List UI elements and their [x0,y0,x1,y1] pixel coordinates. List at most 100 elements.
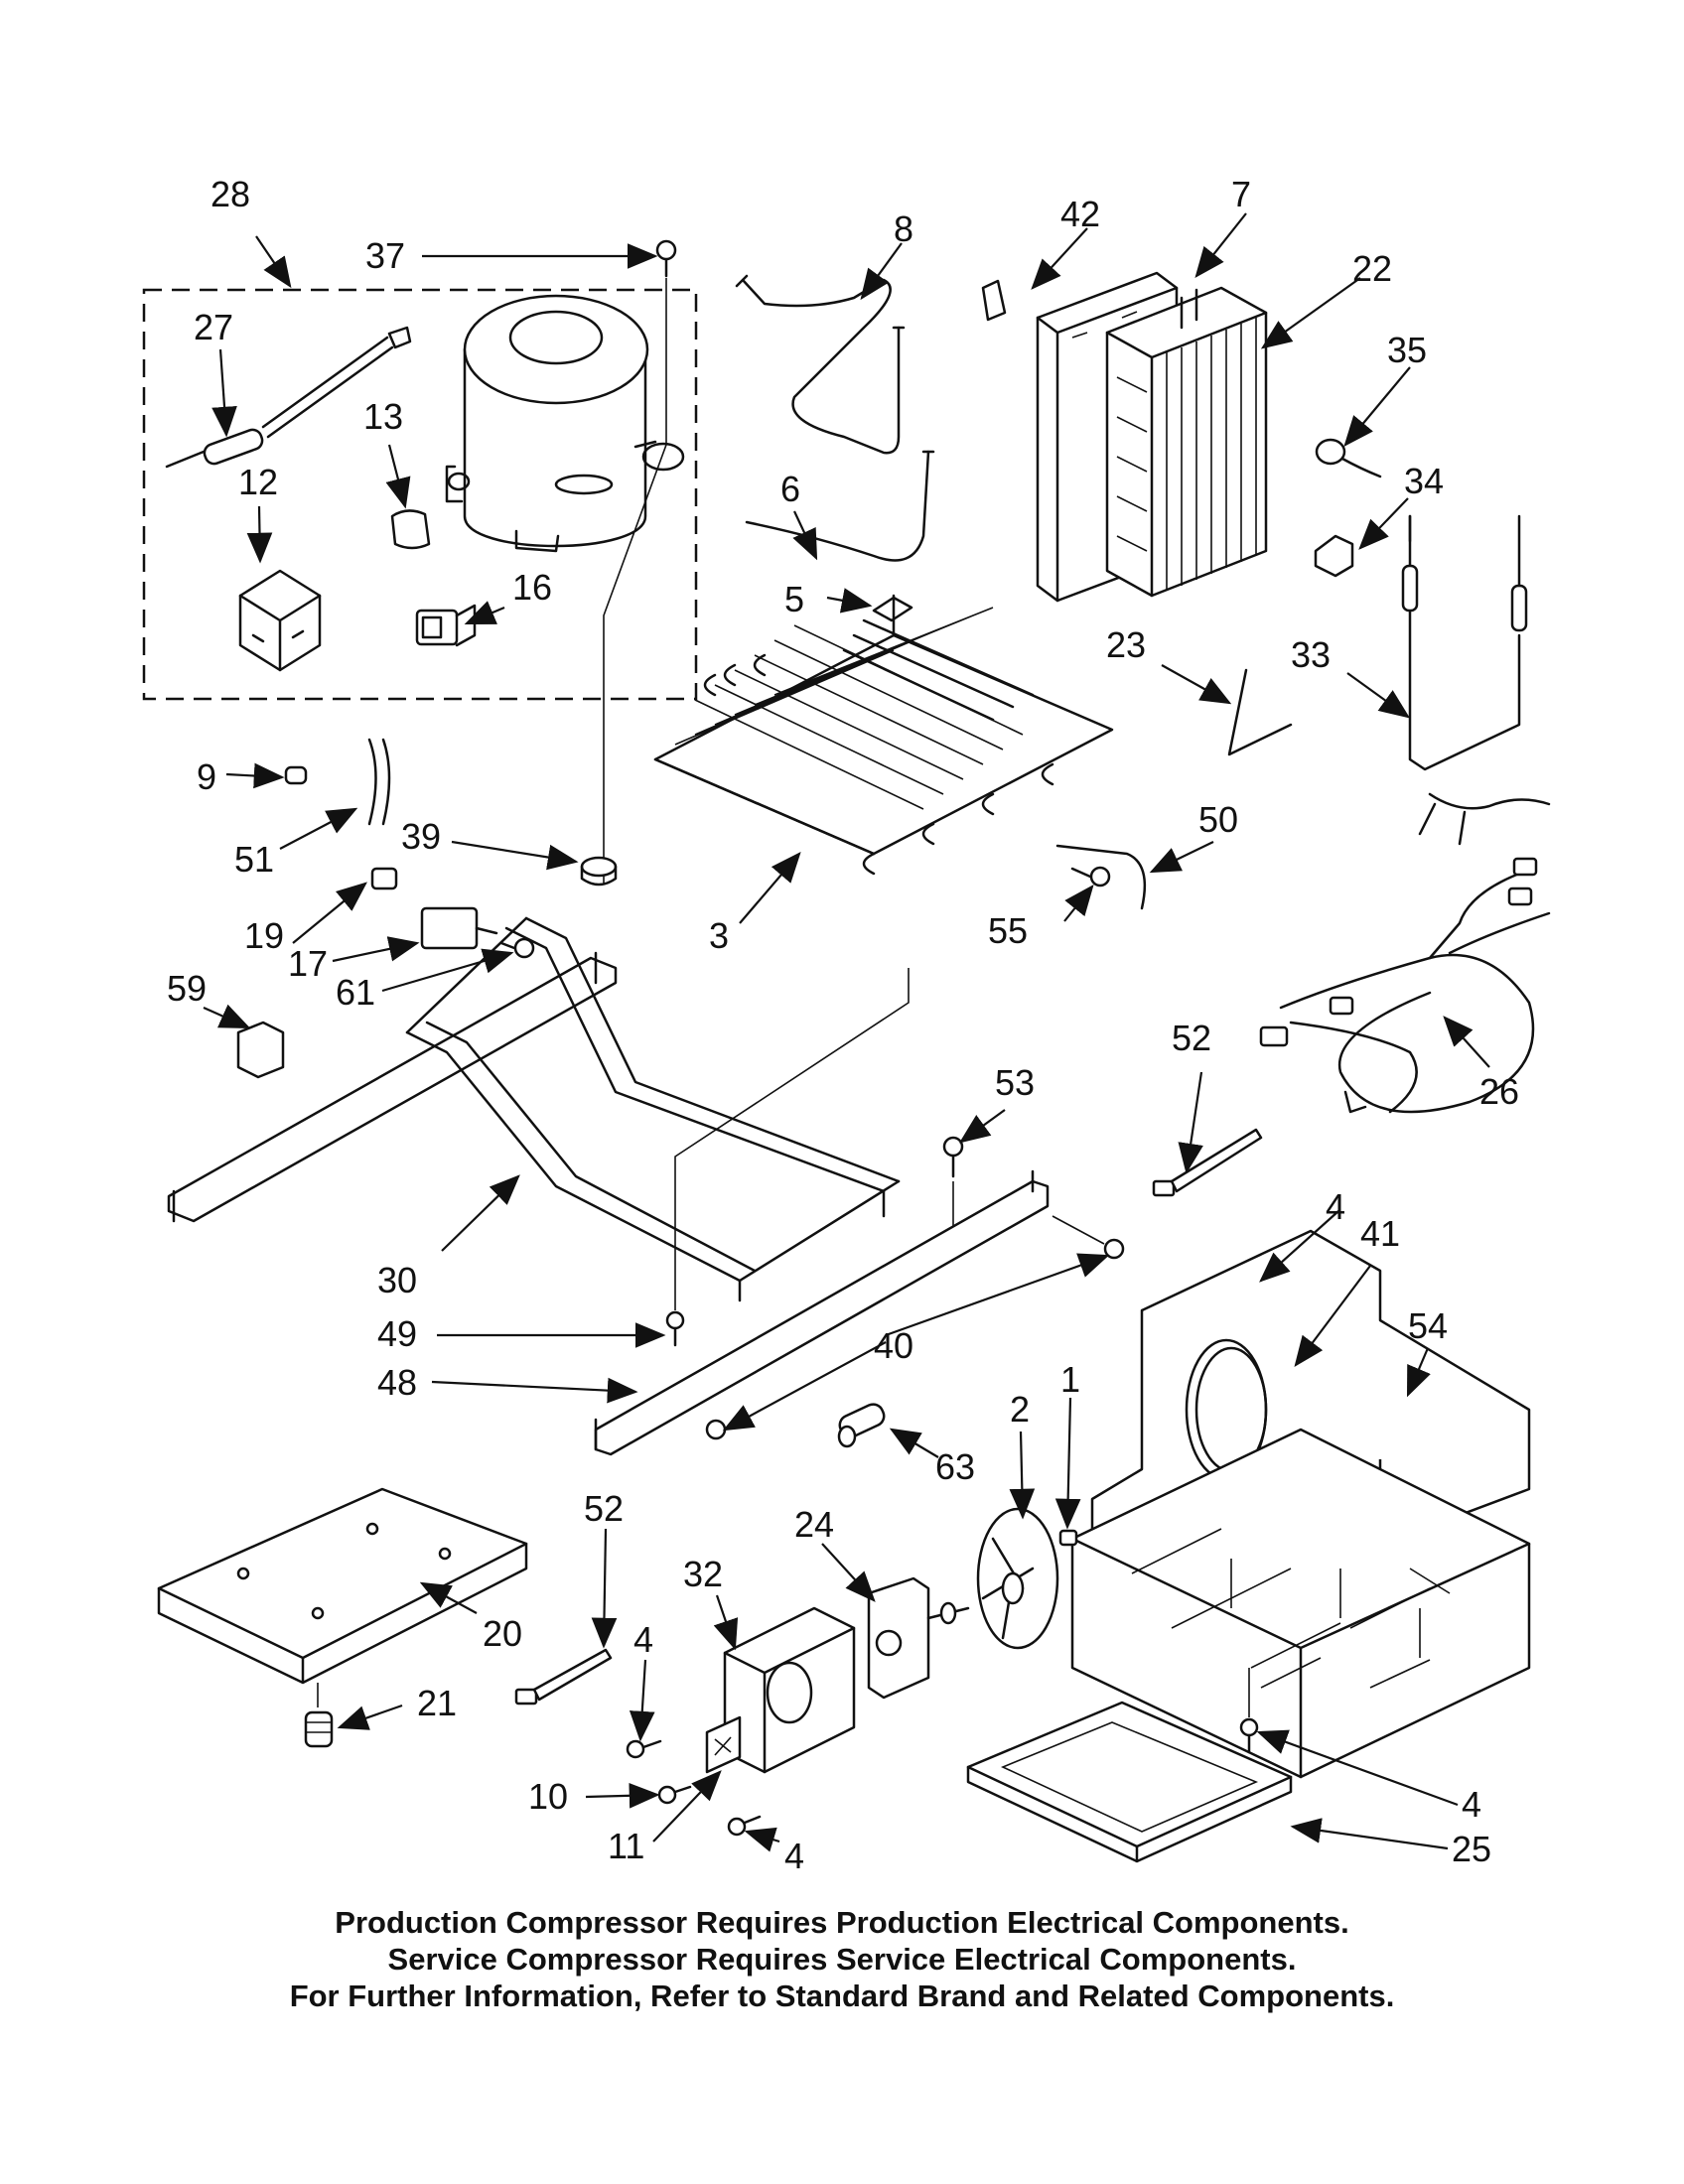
callout-13: 13 [363,396,403,437]
callout-53: 53 [995,1062,1035,1103]
fan-blade-part-2 [976,1507,1059,1650]
callout-55: 55 [988,910,1028,951]
overload-part-16 [415,604,477,647]
part-11 [705,1715,742,1774]
callout-50: 50 [1198,799,1238,840]
callout-5: 5 [784,579,804,619]
callout-28: 28 [210,174,250,214]
condenser-part-22 [1105,286,1268,598]
rod-part-23 [1227,668,1293,756]
callout-54: 54 [1408,1305,1448,1346]
callout-8: 8 [894,208,913,249]
callout-42: 42 [1060,194,1100,234]
callout-7: 7 [1231,174,1251,214]
part-1 [1058,1529,1078,1547]
relay-part-12 [238,569,322,672]
callout-26: 26 [1479,1071,1519,1112]
callout-52b: 52 [584,1488,624,1529]
callout-34: 34 [1404,461,1444,501]
drain-pan-part-25 [966,1701,1293,1863]
part-21 [304,1710,334,1748]
part-13 [390,509,431,550]
callout-51: 51 [234,839,274,880]
callout-16: 16 [512,567,552,608]
callout-30: 30 [377,1260,417,1300]
callout-21: 21 [417,1683,457,1723]
callout-10: 10 [528,1776,568,1817]
callout-35: 35 [1387,330,1427,370]
part-35 [1315,438,1382,478]
screw-part-53 [942,1136,964,1231]
callout-24: 24 [794,1504,834,1545]
callout-1: 1 [1060,1359,1080,1400]
grommet-part-39 [580,856,618,887]
callout-63: 63 [935,1446,975,1487]
bracket-part-42 [981,279,1007,322]
tube-part-33 [1401,514,1528,771]
compressor-kit-outline [142,288,698,701]
base-shroud-part-41 [1070,1229,1531,1779]
screw-part-10 [657,1785,692,1805]
cable-tie-part-52b [514,1648,613,1706]
callout-labels: 28 37 8 42 7 22 27 13 12 16 6 5 35 34 23… [167,174,1519,1876]
bracket-part-32 [723,1606,856,1774]
panel-part-20 [157,1487,528,1707]
callout-11: 11 [608,1826,644,1866]
callout-61: 61 [336,972,375,1013]
compressor-part [445,294,685,553]
screw-part-4b [626,1739,662,1759]
tube-part-6 [745,450,930,562]
callout-6: 6 [780,469,800,509]
callout-27: 27 [194,307,233,347]
footnote-further-info: For Further Information, Refer to Standa… [289,1979,1395,2013]
part-17 [420,906,498,950]
tube-part-51 [367,738,391,826]
footnote-service: Service Compressor Requires Service Elec… [387,1942,1297,1977]
part-27 [165,326,412,469]
callout-3: 3 [709,915,729,956]
screw-part-61 [499,937,535,959]
callout-19: 19 [244,915,284,956]
part-63 [837,1403,886,1448]
screw-part-4c [727,1815,762,1837]
callout-2: 2 [1010,1389,1030,1430]
callout-48: 48 [377,1362,417,1403]
cable-tie-part-52a [1152,1128,1263,1197]
leader-lines [203,212,1490,1852]
callout-49: 49 [377,1313,417,1354]
callout-4d: 4 [1462,1784,1481,1825]
frame-part-30 [405,916,901,1302]
callout-32: 32 [683,1554,723,1594]
callout-41: 41 [1360,1213,1400,1254]
callout-12: 12 [238,462,278,502]
callout-25: 25 [1452,1829,1491,1869]
screw-part-4d [1239,1668,1259,1754]
screw-part-49 [665,968,910,1347]
screw-37-part [603,239,677,884]
fan-motor-part-24 [867,1576,970,1700]
callout-4c: 4 [784,1836,804,1876]
evaporator-part-3 [653,594,1114,876]
screw-part-55 [1070,866,1111,887]
footnote-production: Production Compressor Requires Productio… [335,1905,1349,1940]
callout-37: 37 [365,235,405,276]
bracket-part-59 [236,1021,285,1079]
callout-4a: 4 [1326,1186,1345,1227]
callout-4b: 4 [633,1619,653,1660]
callout-52a: 52 [1172,1018,1211,1058]
callout-17: 17 [288,943,328,984]
callout-20: 20 [483,1613,522,1654]
callout-40: 40 [874,1325,913,1366]
callout-59: 59 [167,968,207,1009]
part-9 [284,765,308,785]
part-50 [1055,844,1147,910]
callout-23: 23 [1106,624,1146,665]
wire-harness-part-26 [1259,792,1551,1114]
callout-9: 9 [197,756,216,797]
footnotes: Production Compressor Requires Productio… [0,1904,1684,2014]
rail-part [167,956,618,1223]
screw-part-40 [705,1215,1125,1440]
clip-part-34 [1314,534,1354,578]
tube-part-8 [741,278,901,455]
